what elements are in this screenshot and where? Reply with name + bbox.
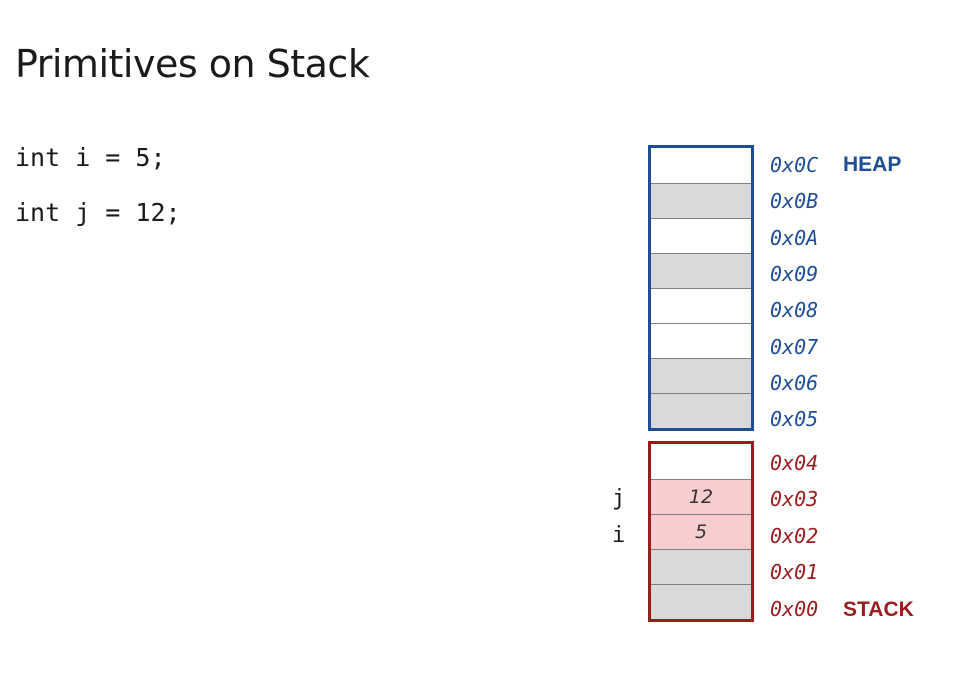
heap-cell: [651, 288, 751, 323]
slide-title: Primitives on Stack: [15, 42, 370, 86]
heap-cell: [651, 323, 751, 358]
address-label: 0x0A: [770, 226, 819, 250]
heap-cell: [651, 358, 751, 393]
code-line-i: int i = 5;: [15, 143, 166, 172]
heap-cell: [651, 253, 751, 288]
address-label: 0x07: [770, 335, 819, 359]
cell-value: 12: [688, 486, 714, 508]
stack-cell: 5: [651, 514, 751, 549]
stack-cell: [651, 549, 751, 584]
stack-cell: [651, 444, 751, 479]
stack-label: STACK: [843, 598, 914, 621]
stack-cell: [651, 584, 751, 619]
heap-cell: [651, 218, 751, 253]
address-label: 0x09: [770, 262, 819, 286]
cell-value: 5: [694, 521, 708, 543]
address-label: 0x06: [770, 371, 819, 395]
heap-cell: [651, 183, 751, 218]
address-label: 0x05: [770, 407, 819, 431]
address-label: 0x00: [770, 597, 819, 621]
stack-cell: 12: [651, 479, 751, 514]
heap-cell: [651, 393, 751, 428]
variable-label-i: i: [612, 523, 626, 548]
address-label: 0x03: [770, 487, 819, 511]
heap-cell: [651, 148, 751, 183]
address-label: 0x04: [770, 451, 819, 475]
address-label: 0x0C: [770, 153, 819, 177]
variable-label-j: j: [612, 486, 626, 511]
stack-memory-block: 12 5: [648, 441, 754, 622]
address-label: 0x08: [770, 298, 819, 322]
address-label: 0x02: [770, 524, 819, 548]
address-label: 0x0B: [770, 189, 819, 213]
address-label: 0x01: [770, 560, 819, 584]
code-line-j: int j = 12;: [15, 198, 181, 227]
heap-memory-block: [648, 145, 754, 431]
heap-label: HEAP: [843, 153, 902, 176]
